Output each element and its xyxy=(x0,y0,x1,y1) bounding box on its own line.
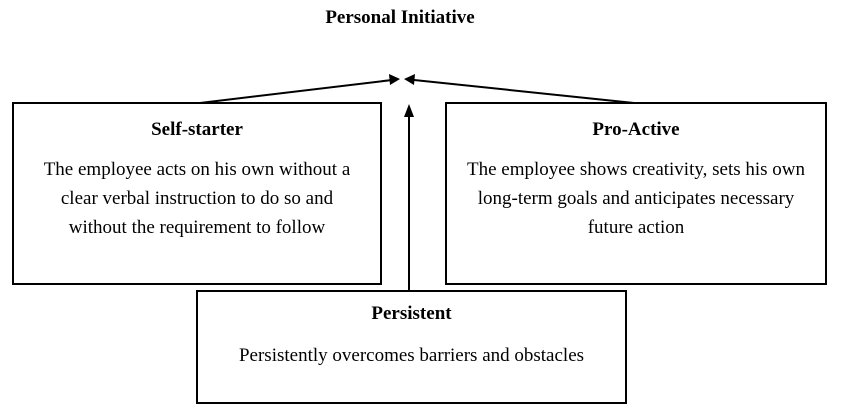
arrowhead-pro-active xyxy=(404,74,415,85)
self-starter-line-1: The employee acts on his own without a xyxy=(43,159,351,180)
persistent-heading: Persistent xyxy=(371,303,452,324)
pro-active-line-1: The employee shows creativity, sets his … xyxy=(466,159,806,180)
persistent-line-1: Persistently overcomes barriers and obst… xyxy=(238,345,585,366)
self-starter-box: Self-starter The employee acts on his ow… xyxy=(12,102,382,285)
arrowhead-self-starter xyxy=(389,74,400,85)
arrow-self-starter xyxy=(199,79,393,104)
pro-active-line-2: long-term goals and anticipates necessar… xyxy=(477,188,795,209)
arrow-pro-active xyxy=(413,79,635,104)
self-starter-heading: Self-starter xyxy=(151,119,243,140)
self-starter-description: The employee acts on his own without a c… xyxy=(14,155,380,242)
self-starter-line-3: without the requirement to follow xyxy=(68,217,326,238)
arrowhead-persistent xyxy=(404,104,414,117)
pro-active-heading: Pro-Active xyxy=(592,119,680,140)
persistent-description: Persistently overcomes barriers and obst… xyxy=(198,341,625,370)
pro-active-description: The employee shows creativity, sets his … xyxy=(447,155,825,242)
self-starter-line-2: clear verbal instruction to do so and xyxy=(60,188,334,209)
pro-active-box: Pro-Active The employee shows creativity… xyxy=(445,102,827,285)
persistent-box: Persistent Persistently overcomes barrie… xyxy=(196,290,627,404)
pro-active-line-3: future action xyxy=(587,217,685,238)
diagram-title: Personal Initiative xyxy=(325,7,475,28)
